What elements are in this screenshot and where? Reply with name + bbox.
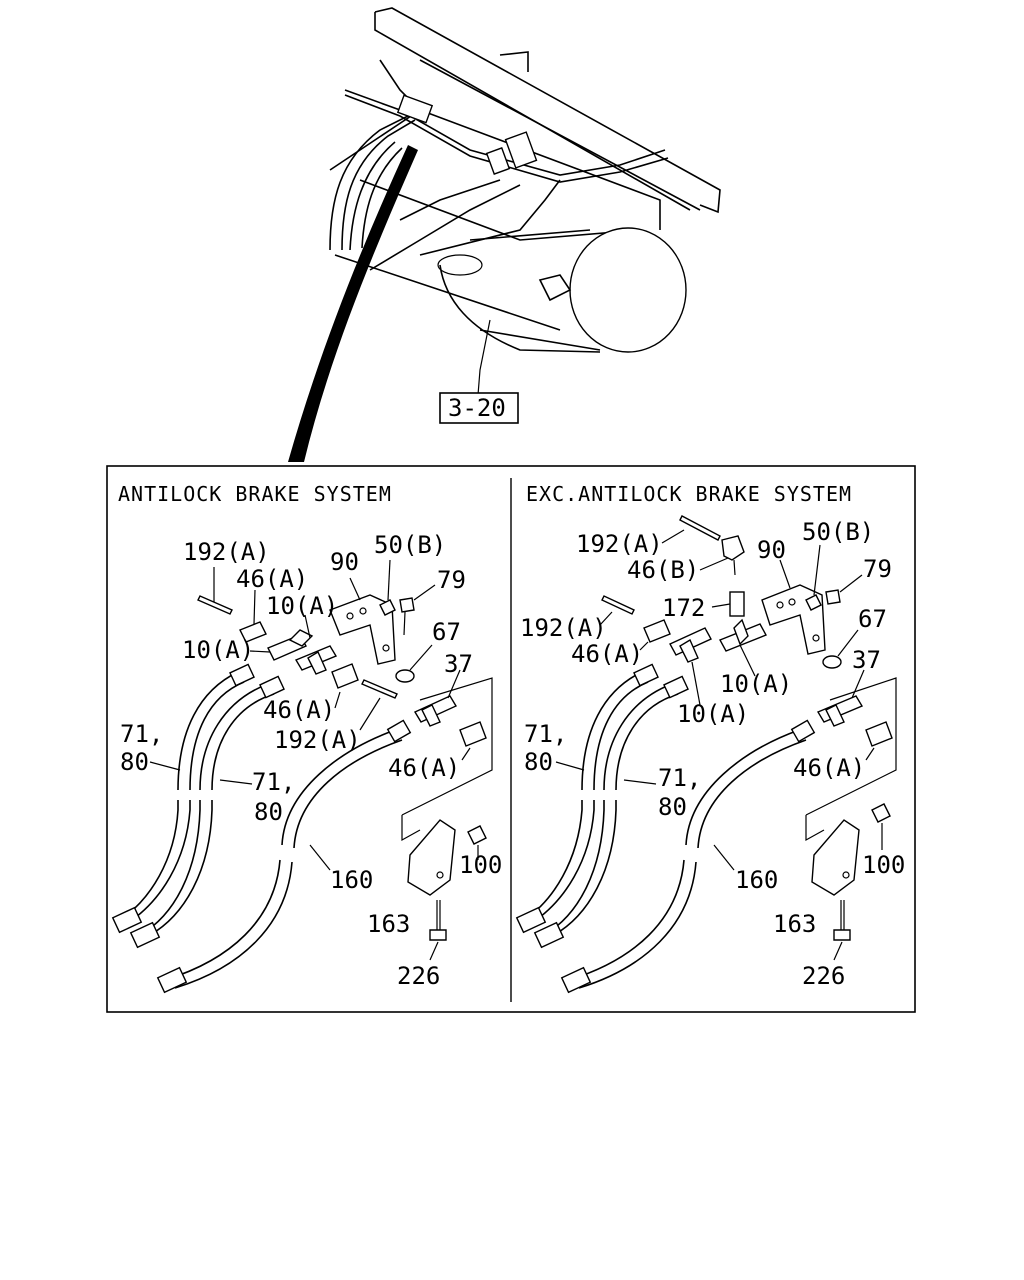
callout-80: 80	[658, 793, 687, 821]
panel-abs: ANTILOCK BRAKE SYSTEM	[111, 482, 502, 994]
callout-71: 71,	[524, 720, 567, 748]
callout-163: 163	[773, 910, 816, 938]
callout-192a: 192(A)	[576, 530, 663, 558]
callout-50b: 50(B)	[802, 518, 874, 546]
panel-title-exc-abs: EXC.ANTILOCK BRAKE SYSTEM	[526, 482, 852, 506]
callout-10a: 10(A)	[677, 700, 749, 728]
hose-160	[164, 859, 281, 981]
callout-37: 37	[852, 646, 881, 674]
callout-226: 226	[802, 962, 845, 990]
callout-163: 163	[367, 910, 410, 938]
callout-192a: 192(A)	[274, 726, 361, 754]
section-ref-label: 3-20	[448, 394, 506, 422]
callout-46b: 46(B)	[627, 556, 699, 584]
callout-71: 71,	[658, 764, 701, 792]
callout-50b: 50(B)	[374, 531, 446, 559]
pipe-192a-part	[197, 595, 233, 615]
elbow-46b-part	[721, 535, 745, 561]
panel-exc-abs: EXC.ANTILOCK BRAKE SYSTEM	[515, 482, 905, 994]
bracket-163-part	[407, 819, 456, 896]
callout-172: 172	[662, 594, 705, 622]
callout-37: 37	[444, 650, 473, 678]
callout-46a: 46(A)	[571, 640, 643, 668]
callout-79: 79	[863, 555, 892, 583]
callout-192a: 192(A)	[520, 614, 607, 642]
detail-pointer	[288, 145, 418, 462]
callout-46a: 46(A)	[263, 696, 335, 724]
callout-80: 80	[120, 748, 149, 776]
air-tank-end	[569, 227, 687, 353]
callout-46a: 46(A)	[236, 565, 308, 593]
callout-67: 67	[432, 618, 461, 646]
callout-90: 90	[330, 548, 359, 576]
callout-100: 100	[862, 851, 905, 879]
callout-80: 80	[524, 748, 553, 776]
bracket-90-part	[329, 594, 396, 665]
detail-frame	[106, 465, 916, 1013]
callout-10a: 10(A)	[182, 636, 254, 664]
hose-71-80-a	[119, 800, 179, 921]
overview-assembly	[329, 7, 721, 396]
callout-71: 71,	[120, 720, 163, 748]
panel-title-abs: ANTILOCK BRAKE SYSTEM	[118, 482, 392, 506]
callout-80: 80	[254, 798, 283, 826]
callout-192a: 192(A)	[183, 538, 270, 566]
callout-90: 90	[757, 536, 786, 564]
callout-160: 160	[735, 866, 778, 894]
section-ref-box: 3-20	[439, 392, 519, 424]
callout-79: 79	[437, 566, 466, 594]
callout-46a: 46(A)	[793, 754, 865, 782]
callout-100: 100	[459, 851, 502, 879]
callout-226: 226	[397, 962, 440, 990]
callout-46a: 46(A)	[388, 754, 460, 782]
callout-67: 67	[858, 605, 887, 633]
callout-160: 160	[330, 866, 373, 894]
callout-10a: 10(A)	[266, 592, 338, 620]
callout-10a: 10(A)	[720, 670, 792, 698]
callout-71: 71,	[252, 768, 295, 796]
